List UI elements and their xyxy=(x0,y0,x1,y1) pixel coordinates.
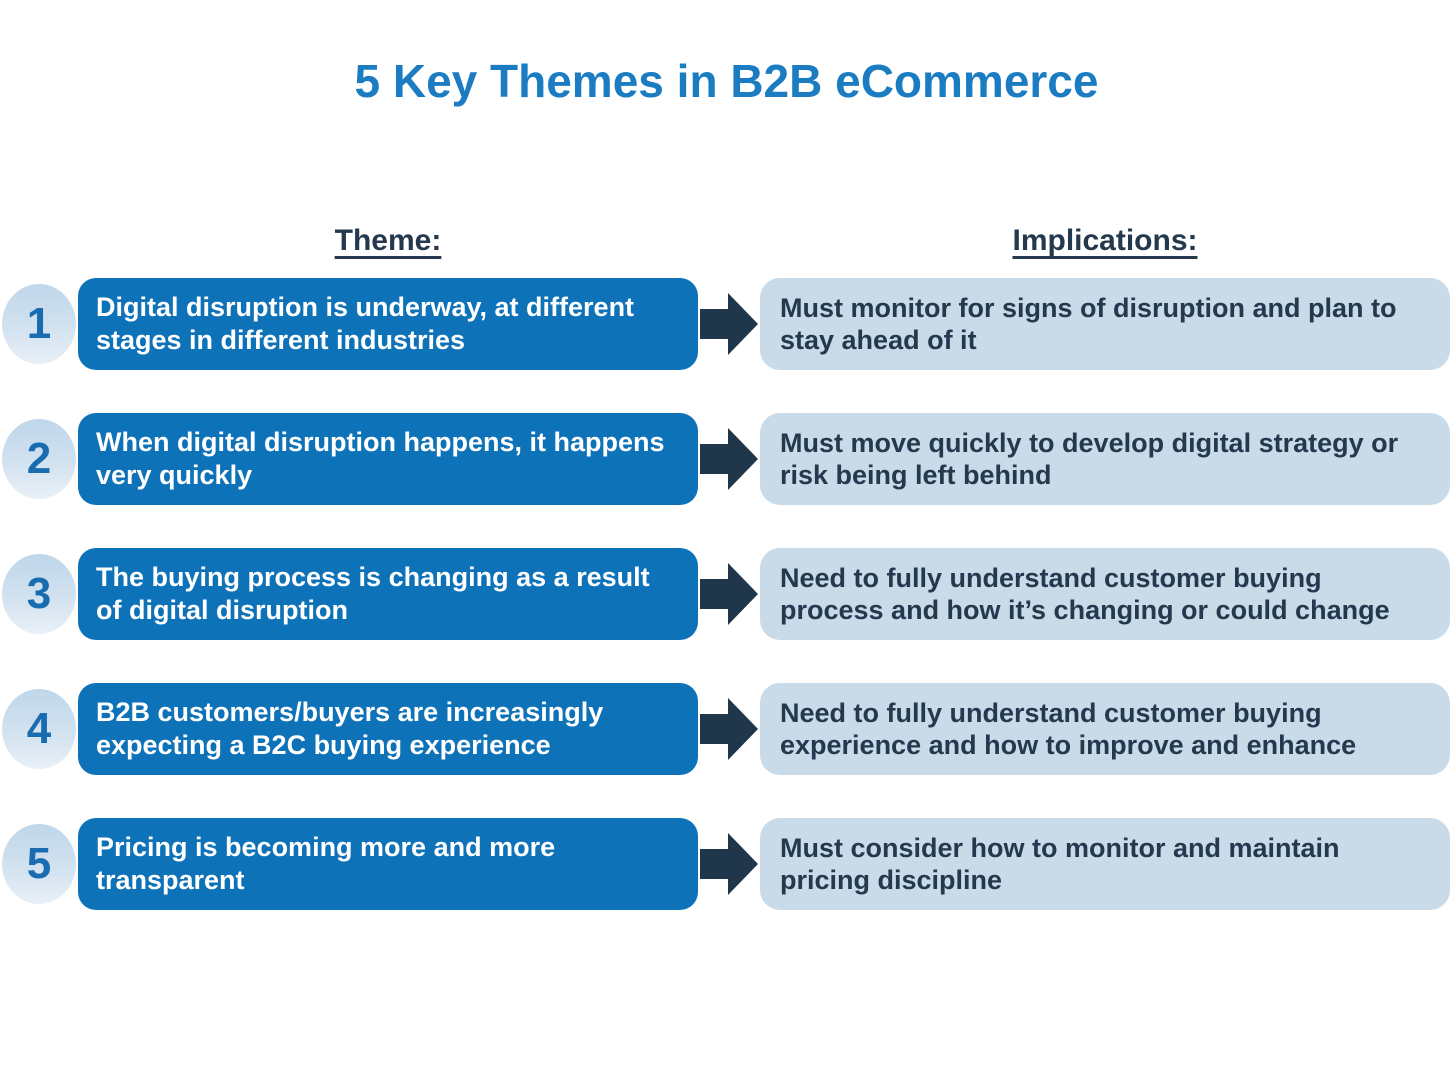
implication-text: Need to fully understand customer buying… xyxy=(780,697,1357,760)
implication-text: Must consider how to monitor and maintai… xyxy=(780,832,1340,895)
theme-column-header: Theme: xyxy=(334,224,442,257)
step-number-badge: 3 xyxy=(2,554,76,634)
theme-row-4: 4 B2B customers/buyers are increasingly … xyxy=(0,683,1453,775)
step-number-badge: 5 xyxy=(2,824,76,904)
implications-column-header: Implications: xyxy=(1012,224,1198,257)
column-headers: Theme: Implications: xyxy=(0,224,1453,258)
number-cell: 4 xyxy=(0,689,78,769)
theme-rows: 1 Digital disruption is underway, at dif… xyxy=(0,278,1453,910)
implication-box: Must move quickly to develop digital str… xyxy=(760,413,1450,505)
arrow-right-icon xyxy=(698,557,760,631)
theme-row-2: 2 When digital disruption happens, it ha… xyxy=(0,413,1453,505)
step-number: 1 xyxy=(26,299,52,348)
theme-row-3: 3 The buying process is changing as a re… xyxy=(0,548,1453,640)
theme-text: B2B customers/buyers are increasingly ex… xyxy=(96,697,604,760)
number-cell: 2 xyxy=(0,419,78,499)
theme-box: When digital disruption happens, it happ… xyxy=(78,413,698,505)
implication-text: Must move quickly to develop digital str… xyxy=(780,427,1399,490)
implication-box: Must consider how to monitor and maintai… xyxy=(760,818,1450,910)
theme-text: Digital disruption is underway, at diffe… xyxy=(96,292,635,355)
number-cell: 5 xyxy=(0,824,78,904)
slide: 5 Key Themes in B2B eCommerce Theme: Imp… xyxy=(0,54,1453,1078)
number-cell: 3 xyxy=(0,554,78,634)
step-number-badge: 4 xyxy=(2,689,76,769)
step-number: 3 xyxy=(26,569,52,618)
implication-box: Need to fully understand customer buying… xyxy=(760,683,1450,775)
step-number: 4 xyxy=(26,704,52,753)
arrow-right-icon xyxy=(698,287,760,361)
step-number-badge: 2 xyxy=(2,419,76,499)
theme-text: The buying process is changing as a resu… xyxy=(96,562,650,625)
theme-text: Pricing is becoming more and more transp… xyxy=(96,832,556,895)
arrow-right-icon xyxy=(698,422,760,496)
theme-box: Digital disruption is underway, at diffe… xyxy=(78,278,698,370)
arrow-right-icon xyxy=(698,827,760,901)
theme-box: B2B customers/buyers are increasingly ex… xyxy=(78,683,698,775)
implication-box: Must monitor for signs of disruption and… xyxy=(760,278,1450,370)
step-number-badge: 1 xyxy=(2,284,76,364)
theme-row-5: 5 Pricing is becoming more and more tran… xyxy=(0,818,1453,910)
theme-text: When digital disruption happens, it happ… xyxy=(96,427,665,490)
arrow-right-icon xyxy=(698,692,760,766)
theme-row-1: 1 Digital disruption is underway, at dif… xyxy=(0,278,1453,370)
implication-box: Need to fully understand customer buying… xyxy=(760,548,1450,640)
step-number: 5 xyxy=(26,839,52,888)
implication-text: Need to fully understand customer buying… xyxy=(780,562,1390,625)
step-number: 2 xyxy=(26,434,52,483)
number-cell: 1 xyxy=(0,284,78,364)
theme-box: Pricing is becoming more and more transp… xyxy=(78,818,698,910)
page-title: 5 Key Themes in B2B eCommerce xyxy=(354,55,1099,107)
implication-text: Must monitor for signs of disruption and… xyxy=(780,292,1397,355)
theme-box: The buying process is changing as a resu… xyxy=(78,548,698,640)
